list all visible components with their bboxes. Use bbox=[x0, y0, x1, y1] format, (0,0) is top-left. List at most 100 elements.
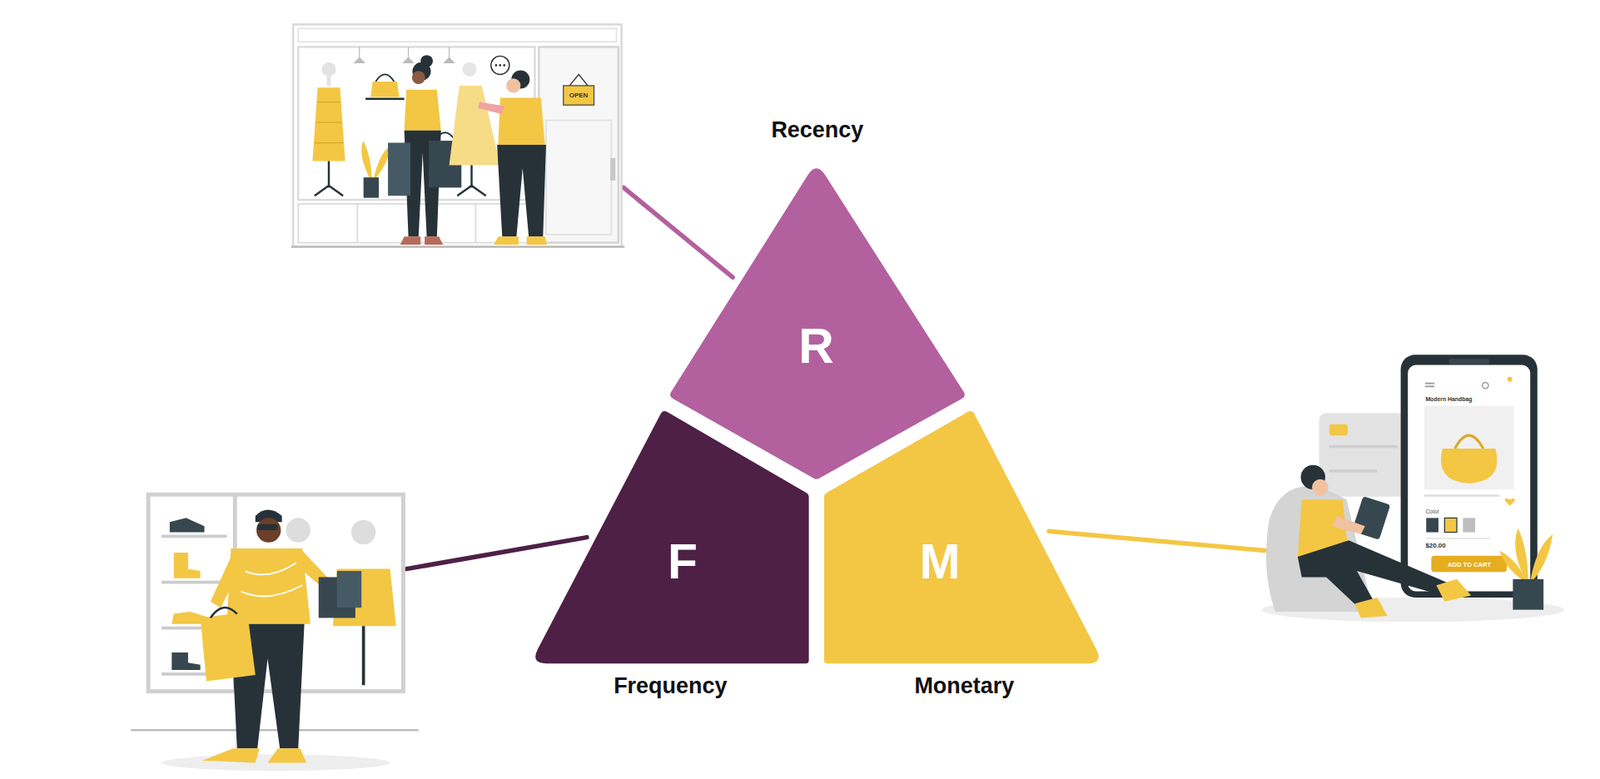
phone-shopping-illustration-part bbox=[1431, 556, 1507, 573]
phone-shopping-illustration-part bbox=[1440, 448, 1497, 484]
shopper-illustration-part bbox=[256, 517, 281, 542]
store-illustration-part bbox=[569, 74, 588, 85]
store-illustration-part bbox=[370, 81, 399, 97]
store-illustration-part bbox=[496, 144, 547, 237]
segment-shape bbox=[670, 168, 965, 479]
phone-shopping-illustration-part bbox=[1462, 517, 1476, 532]
store-illustration-part bbox=[538, 46, 619, 243]
store-illustration-part bbox=[312, 87, 345, 161]
segment-outline bbox=[668, 161, 967, 480]
phone-shopping-illustration-part bbox=[1424, 494, 1501, 497]
store-illustration-part bbox=[506, 78, 521, 93]
store-illustration-part bbox=[491, 55, 510, 75]
segment-shape bbox=[536, 410, 810, 663]
store-illustration-part bbox=[321, 62, 336, 77]
store-illustration-part bbox=[375, 74, 394, 82]
option-label: Color bbox=[1425, 509, 1439, 516]
phone-shopping-illustration-part bbox=[1401, 354, 1538, 598]
phone-shopping-illustration bbox=[1262, 354, 1565, 622]
phone-shopping-illustration-part bbox=[1311, 479, 1329, 497]
shopper-illustration-part bbox=[171, 652, 200, 671]
shopper-illustration-part bbox=[202, 748, 260, 763]
store-illustration-part bbox=[526, 236, 548, 245]
recency-segment: RecencyR bbox=[668, 161, 967, 480]
phone-shopping-illustration-part bbox=[1329, 469, 1378, 473]
phone-shopping-illustration-part bbox=[1512, 579, 1544, 611]
store-illustration-part bbox=[495, 64, 498, 67]
store-illustration-part bbox=[412, 70, 426, 85]
leader-line-part bbox=[623, 187, 733, 278]
product-title: Modern Handbag bbox=[1425, 397, 1472, 403]
store-illustration-part bbox=[457, 185, 486, 196]
leader-line-part bbox=[1048, 531, 1266, 551]
store-illustration-part bbox=[314, 185, 343, 196]
phone-shopping-illustration-part bbox=[1329, 424, 1348, 436]
store-illustration-part bbox=[546, 120, 612, 235]
segment-heading: Monetary bbox=[914, 675, 1014, 698]
phone-shopping-illustration-part bbox=[1424, 406, 1515, 490]
phone-shopping-illustration-part bbox=[1482, 382, 1489, 388]
store-illustration-part bbox=[314, 102, 343, 144]
shopper-illustration-part bbox=[130, 729, 418, 731]
store-illustration-part bbox=[293, 24, 622, 247]
phone-shopping-illustration-part bbox=[1530, 534, 1553, 582]
store-illustration-part bbox=[474, 203, 477, 244]
leader-line-part bbox=[406, 537, 587, 570]
monetary-segment: MMonetary bbox=[824, 409, 1104, 664]
phone-shopping-illustration-part bbox=[1507, 377, 1513, 383]
shopper-illustration-part bbox=[351, 520, 376, 545]
phone-shopping-illustration-part bbox=[1455, 435, 1484, 449]
store-illustration-part bbox=[327, 161, 330, 189]
store-illustration-part bbox=[442, 57, 456, 64]
shopper-illustration-part bbox=[267, 748, 307, 763]
shopper-illustration-part bbox=[362, 626, 366, 686]
shopper-illustration-part bbox=[241, 562, 304, 597]
shopper-illustration-part bbox=[337, 571, 362, 608]
store-illustration-part bbox=[493, 236, 518, 245]
segment-heading: Recency bbox=[770, 119, 864, 142]
store-illustration-part bbox=[365, 98, 405, 100]
phone-shopping-illustration-part bbox=[1426, 537, 1490, 540]
store-illustration-part bbox=[563, 85, 595, 105]
store-illustration-part bbox=[363, 177, 379, 199]
phone-shopping-illustration-part bbox=[1425, 382, 1435, 385]
phone-shopping-illustration-part bbox=[1436, 579, 1471, 602]
shopper-illustration-part bbox=[226, 548, 310, 625]
store-illustration-part bbox=[610, 158, 616, 181]
phone-shopping-illustration-part bbox=[1332, 516, 1366, 535]
phone-shopping-illustration-part bbox=[1354, 597, 1387, 619]
store-illustration-part bbox=[502, 64, 506, 67]
shopper-illustration-part bbox=[200, 611, 256, 681]
segment-letter: M bbox=[919, 537, 960, 587]
shopper-illustration-part bbox=[257, 524, 279, 531]
store-illustration-part bbox=[327, 75, 332, 86]
shopper-illustration bbox=[130, 494, 418, 771]
phone-shopping-illustration-part bbox=[1448, 358, 1490, 364]
store-illustration-part bbox=[298, 28, 617, 42]
segment-letter: R bbox=[798, 322, 834, 372]
shopper-illustration-part bbox=[173, 552, 201, 579]
phone-shopping-illustration-part bbox=[1499, 551, 1526, 582]
store-illustration-part bbox=[434, 132, 456, 141]
store-illustration-part bbox=[449, 85, 501, 166]
segment-outline bbox=[530, 409, 810, 664]
shopper-illustration-part bbox=[286, 517, 311, 542]
shopper-illustration-part bbox=[161, 535, 227, 539]
store-illustration-part bbox=[497, 98, 545, 145]
shopper-illustration-part bbox=[210, 552, 242, 608]
store-illustration-part bbox=[470, 164, 473, 188]
store-illustration-part bbox=[356, 203, 358, 244]
phone-shopping-illustration-part bbox=[1425, 385, 1435, 388]
shopper-illustration-part bbox=[210, 607, 238, 618]
price-text: $20.00 bbox=[1425, 542, 1446, 550]
store-illustration-part bbox=[498, 64, 502, 67]
store-illustration-part bbox=[404, 89, 442, 131]
store-illustration-part bbox=[361, 140, 372, 179]
sign-text: OPEN bbox=[569, 92, 589, 100]
button-text: ADD TO CART bbox=[1447, 561, 1491, 569]
phone-shopping-illustration-part bbox=[1407, 365, 1531, 592]
segment-shape bbox=[824, 410, 1099, 663]
store-illustration-part bbox=[400, 236, 422, 245]
shopper-illustration-part bbox=[169, 517, 205, 532]
